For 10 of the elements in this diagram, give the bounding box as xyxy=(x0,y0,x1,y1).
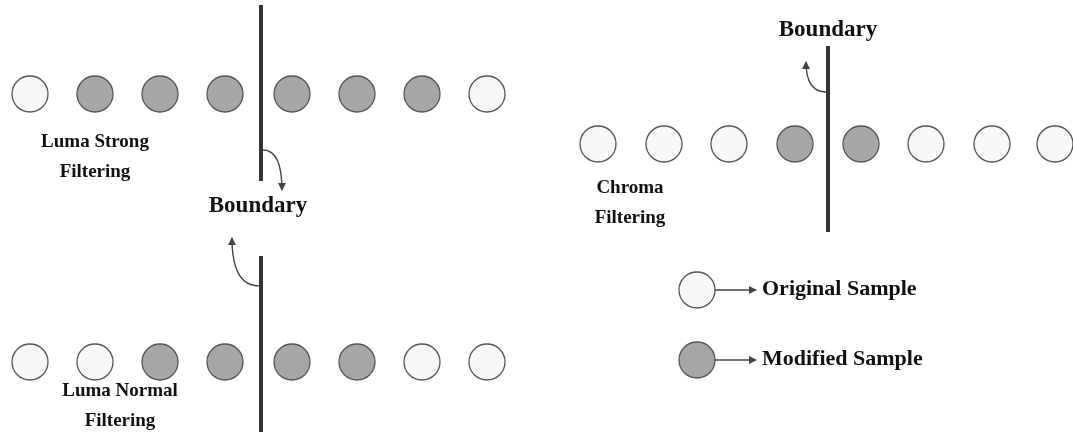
curved-arrow xyxy=(228,237,260,287)
boundary-label: Boundary xyxy=(758,14,898,62)
filter-label: Luma Normal Filtering xyxy=(30,375,210,437)
legend-label: Modified Sample xyxy=(762,345,923,371)
legend-label: Original Sample xyxy=(762,275,917,301)
curved-arrow xyxy=(262,149,286,191)
curved-arrow xyxy=(802,61,827,93)
filter-label: Chroma Filtering xyxy=(560,172,700,234)
boundary-label: Boundary xyxy=(188,190,328,238)
filter-label: Luma Strong Filtering xyxy=(15,126,175,188)
